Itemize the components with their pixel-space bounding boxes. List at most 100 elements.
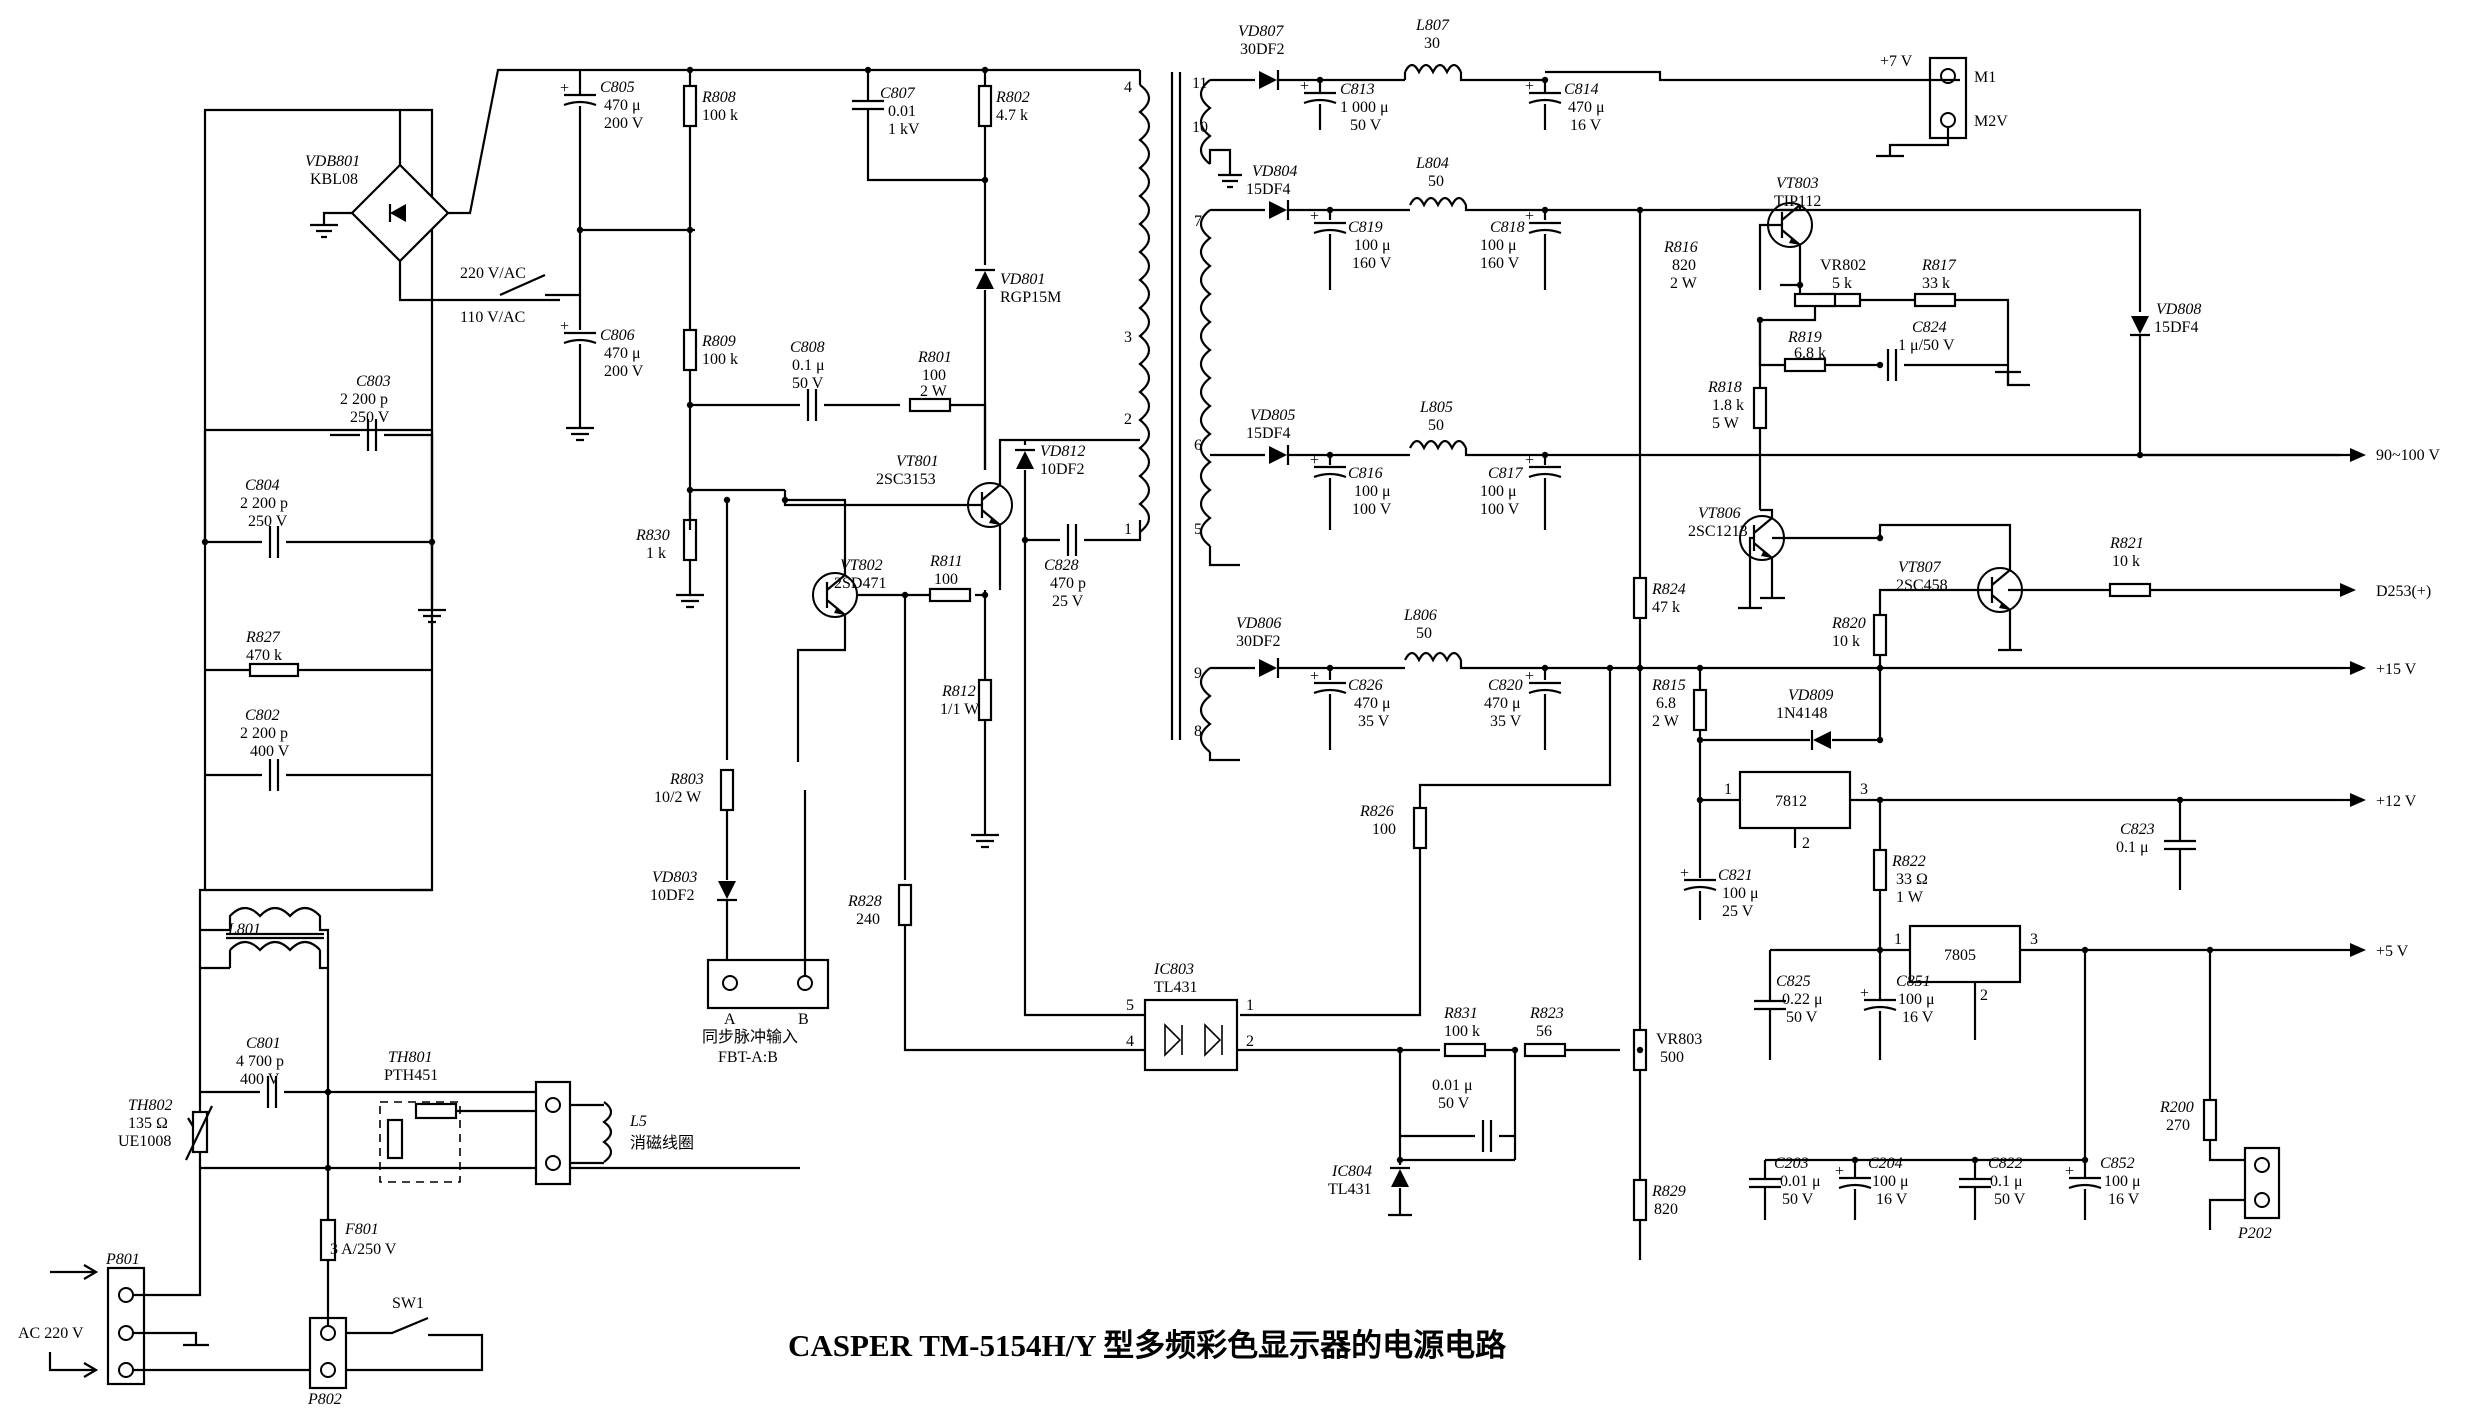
pin-ic803-4: 4 — [1126, 1033, 1134, 1050]
label-vd806-val: 30DF2 — [1236, 633, 1280, 650]
labels: AC 220 V P801 P802 SW1 F801 3 A/250 V VD… — [18, 17, 2440, 1408]
label-110v: 110 V/AC — [460, 309, 525, 326]
label-c822: C822 — [1988, 1155, 2023, 1172]
label-c813-val: 1 000 μ — [1340, 99, 1389, 116]
diagram-caption: CASPER TM-5154H/Y 型多频彩色显示器的电源电路 — [788, 1328, 1507, 1363]
pin-s9: 9 — [1194, 665, 1202, 682]
label-f801-val: 3 A/250 V — [330, 1241, 397, 1258]
pin-7812-3: 3 — [1860, 781, 1868, 798]
label-r200-val: 270 — [2166, 1117, 2190, 1134]
label-c824: C824 — [1912, 319, 1947, 336]
label-vt802-val: 2SD471 — [834, 575, 886, 592]
label-th802: TH802 — [128, 1097, 172, 1114]
label-12v: +12 V — [2376, 793, 2417, 810]
label-c804-val: 2 200 p — [240, 495, 288, 512]
label-r826-val: 100 — [1372, 821, 1396, 838]
label-vd809: VD809 — [1788, 687, 1833, 704]
label-c813: C813 — [1340, 81, 1375, 98]
label-sw1: SW1 — [392, 1295, 424, 1312]
label-vd809-val: 1N4148 — [1776, 705, 1828, 722]
pin-p4: 4 — [1124, 79, 1132, 96]
label-c826-v: 35 V — [1358, 713, 1390, 730]
label-p801: P801 — [105, 1251, 140, 1268]
label-sync-b: B — [798, 1011, 809, 1028]
pin-s5: 5 — [1194, 521, 1202, 538]
label-f801: F801 — [344, 1221, 379, 1238]
pin-ic803-2: 2 — [1246, 1033, 1254, 1050]
pin-s11: 11 — [1192, 75, 1207, 92]
label-m1: M1 — [1974, 69, 1996, 86]
label-r801: R801 — [917, 349, 952, 366]
label-c828: C828 — [1044, 557, 1079, 574]
label-c813-v: 50 V — [1350, 117, 1382, 134]
label-r817: R817 — [1921, 257, 1957, 274]
label-c203-v: 50 V — [1782, 1191, 1814, 1208]
label-r808: R808 — [701, 89, 736, 106]
label-r821: R821 — [2109, 535, 2144, 552]
label-vd807: VD807 — [1238, 23, 1284, 40]
optocoupler-ic803 — [1143, 998, 1239, 1072]
label-r818: R818 — [1707, 379, 1742, 396]
label-r809: R809 — [701, 333, 736, 350]
label-vt807-val: 2SC458 — [1896, 577, 1948, 594]
label-c823-val: 0.1 μ — [2116, 839, 2149, 856]
output-arrows — [1930, 78, 2366, 957]
label-vd801-val: RGP15M — [1000, 289, 1061, 306]
pin-s6: 6 — [1194, 437, 1202, 454]
label-vd804: VD804 — [1252, 163, 1297, 180]
pin-p2: 2 — [1124, 411, 1132, 428]
pin-ic803-1: 1 — [1246, 997, 1254, 1014]
label-ic803-val: TL431 — [1154, 979, 1198, 996]
label-c828-v: 25 V — [1052, 593, 1084, 610]
label-plus7v: +7 V — [1880, 53, 1913, 70]
label-c808-v: 50 V — [792, 375, 824, 392]
label-c807-val: 0.01 — [888, 103, 916, 120]
label-r818-val: 1.8 k — [1712, 397, 1744, 414]
label-vt807: VT807 — [1898, 559, 1942, 576]
label-c826-val: 470 μ — [1354, 695, 1391, 712]
label-vdb801: VDB801 — [305, 153, 360, 170]
label-c805: C805 — [600, 79, 635, 96]
label-p802: P802 — [307, 1391, 342, 1408]
label-r816-w: 2 W — [1670, 275, 1698, 292]
label-r815: R815 — [1651, 677, 1686, 694]
label-r828: R828 — [847, 893, 882, 910]
potentiometer-vr802[interactable] — [1793, 292, 1837, 308]
regulator-7805 — [1908, 924, 2022, 984]
label-l807: L807 — [1415, 17, 1450, 34]
label-c820-val: 470 μ — [1484, 695, 1521, 712]
label-r827: R827 — [245, 629, 281, 646]
label-vt803-val: TIP112 — [1774, 193, 1821, 210]
label-r822-w: 1 W — [1896, 889, 1924, 906]
label-c808: C808 — [790, 339, 825, 356]
label-l801: L801 — [227, 921, 261, 938]
label-l804: L804 — [1415, 155, 1449, 172]
label-c824-val: 1 μ/50 V — [1898, 337, 1955, 354]
label-vd803: VD803 — [652, 869, 697, 886]
label-c818-val: 100 μ — [1480, 237, 1517, 254]
label-c817-v: 100 V — [1480, 501, 1520, 518]
label-l805-val: 50 — [1428, 417, 1444, 434]
label-c820-v: 35 V — [1490, 713, 1522, 730]
label-vd803-val: 10DF2 — [650, 887, 694, 904]
pin-p1: 1 — [1124, 521, 1132, 538]
label-c823: C823 — [2120, 821, 2155, 838]
label-c814-val: 470 μ — [1568, 99, 1605, 116]
label-c816-v: 100 V — [1352, 501, 1392, 518]
label-d253: D253(+) — [2376, 583, 2431, 600]
label-5v: +5 V — [2376, 943, 2409, 960]
label-vr803-val: 500 — [1660, 1049, 1684, 1066]
label-c822-val: 0.1 μ — [1990, 1173, 2023, 1190]
label-r824: R824 — [1651, 581, 1686, 598]
label-r200: R200 — [2159, 1099, 2194, 1116]
label-c204: C204 — [1868, 1155, 1903, 1172]
label-vr803: VR803 — [1656, 1031, 1702, 1048]
label-c801-v: 400 V — [240, 1071, 280, 1088]
label-7805: 7805 — [1944, 947, 1976, 964]
label-vd807-val: 30DF2 — [1240, 41, 1284, 58]
label-th801-val: PTH451 — [384, 1067, 438, 1084]
label-c801: C801 — [246, 1035, 281, 1052]
label-l806: L806 — [1403, 607, 1437, 624]
label-c851-v: 16 V — [1902, 1009, 1934, 1026]
label-m2: M2V — [1974, 113, 2008, 130]
